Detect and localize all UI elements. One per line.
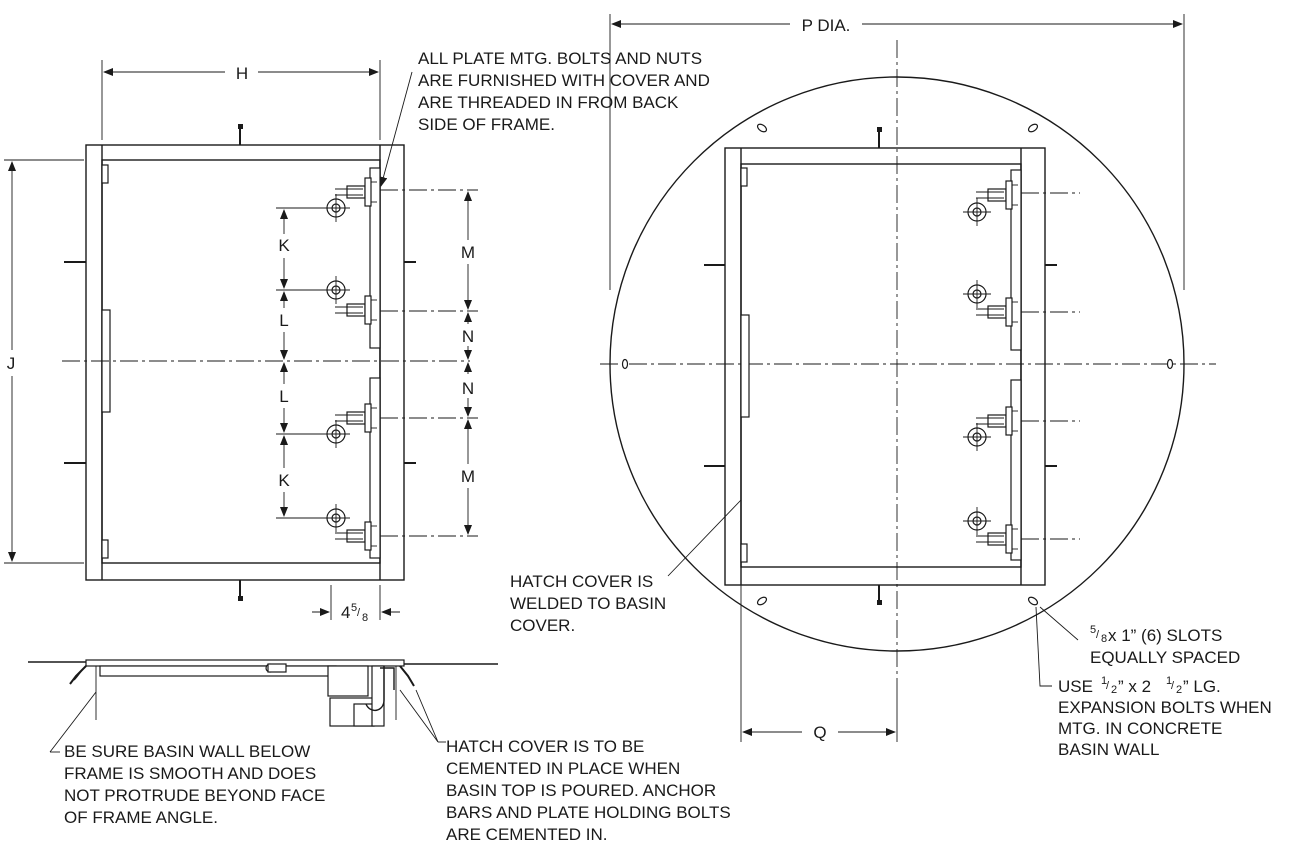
dimension-m-bottom: M: [461, 467, 475, 486]
dimension-offset-den: 8: [362, 612, 368, 624]
expansion-line-3: MTG. IN CONCRETE: [1058, 719, 1222, 738]
welded-note-line-3: COVER.: [510, 616, 575, 635]
dimension-j: J: [4, 159, 84, 564]
cemented-note-line-5: ARE CEMENTED IN.: [446, 825, 608, 844]
dimension-p: P DIA.: [609, 14, 1185, 290]
cemented-note-line-2: CEMENTED IN PLACE WHEN: [446, 759, 680, 778]
welded-note: HATCH COVER IS WELDED TO BASIN COVER.: [510, 499, 742, 635]
basin-wall-note-line-1: BE SURE BASIN WALL BELOW: [64, 742, 310, 761]
svg-text:/: /: [1106, 680, 1110, 692]
dimension-p-label: P DIA.: [802, 16, 851, 35]
dimension-h: H: [101, 60, 381, 140]
expansion-suffix: ” LG.: [1183, 677, 1221, 696]
dimension-offset-whole: 4: [341, 603, 350, 622]
dimension-offset-num: 5: [351, 602, 357, 614]
expansion-b-den: 2: [1176, 684, 1182, 696]
slots-line-2: EQUALLY SPACED: [1090, 648, 1240, 667]
cemented-note: HATCH COVER IS TO BE CEMENTED IN PLACE W…: [446, 737, 731, 844]
dimension-offset: 4 5 / 8: [312, 585, 400, 624]
basin-wall-note-line-2: FRAME IS SMOOTH AND DOES: [64, 764, 316, 783]
dimension-l-top: L: [279, 311, 288, 330]
expansion-note: USE 1 / 2 ” x 2 1 / 2 ” LG. EXPANSION BO…: [1035, 606, 1272, 759]
dimension-k-bottom: K: [278, 471, 290, 490]
left-plan-view: [62, 124, 478, 601]
dimension-q: Q: [740, 585, 898, 742]
dimension-j-label: J: [7, 354, 16, 373]
svg-text:/: /: [1171, 680, 1175, 692]
expansion-a-den: 2: [1111, 684, 1117, 696]
slots-num: 5: [1090, 624, 1096, 636]
svg-text:/: /: [1096, 629, 1100, 641]
slots-note: 5 / 8 x 1” (6) SLOTS EQUALLY SPACED: [1039, 606, 1240, 667]
expansion-prefix: USE: [1058, 677, 1093, 696]
basin-wall-note-line-3: NOT PROTRUDE BEYOND FACE: [64, 786, 325, 805]
slots-text: x 1” (6) SLOTS: [1108, 626, 1222, 645]
dimension-q-label: Q: [813, 723, 826, 742]
bolt-note-line-4: SIDE OF FRAME.: [418, 115, 555, 134]
welded-note-line-2: WELDED TO BASIN: [510, 594, 666, 613]
welded-note-line-1: HATCH COVER IS: [510, 572, 653, 591]
expansion-b-num: 1: [1166, 675, 1172, 687]
bolt-note-leader: [379, 71, 413, 187]
dimension-m-top: M: [461, 243, 475, 262]
expansion-mid: ” x 2: [1118, 677, 1151, 696]
dimension-l-bottom: L: [279, 387, 288, 406]
slots-den: 8: [1101, 633, 1107, 645]
dimension-k-top: K: [278, 236, 290, 255]
dimension-n-bottom: N: [462, 379, 474, 398]
bolt-note: ALL PLATE MTG. BOLTS AND NUTS ARE FURNIS…: [418, 49, 710, 134]
bolt-note-line-1: ALL PLATE MTG. BOLTS AND NUTS: [418, 49, 702, 68]
bolt-note-line-2: ARE FURNISHED WITH COVER AND: [418, 71, 710, 90]
cemented-note-line-4: BARS AND PLATE HOLDING BOLTS: [446, 803, 731, 822]
bolt-note-line-3: ARE THREADED IN FROM BACK: [418, 93, 679, 112]
expansion-line-2: EXPANSION BOLTS WHEN: [1058, 698, 1272, 717]
basin-wall-note: BE SURE BASIN WALL BELOW FRAME IS SMOOTH…: [64, 742, 325, 827]
circular-plan-view: [600, 40, 1216, 680]
basin-wall-note-line-4: OF FRAME ANGLE.: [64, 808, 218, 827]
cemented-note-line-3: BASIN TOP IS POURED. ANCHOR: [446, 781, 716, 800]
expansion-line-4: BASIN WALL: [1058, 740, 1159, 759]
expansion-a-num: 1: [1101, 675, 1107, 687]
dimension-k-l: K L L K: [278, 209, 290, 517]
dimension-h-label: H: [236, 64, 248, 83]
svg-text:/: /: [357, 607, 361, 619]
dimension-m-n: M N N M: [461, 191, 475, 535]
dimension-n-top: N: [462, 327, 474, 346]
section-view: [28, 659, 498, 753]
cemented-note-line-1: HATCH COVER IS TO BE: [446, 737, 644, 756]
